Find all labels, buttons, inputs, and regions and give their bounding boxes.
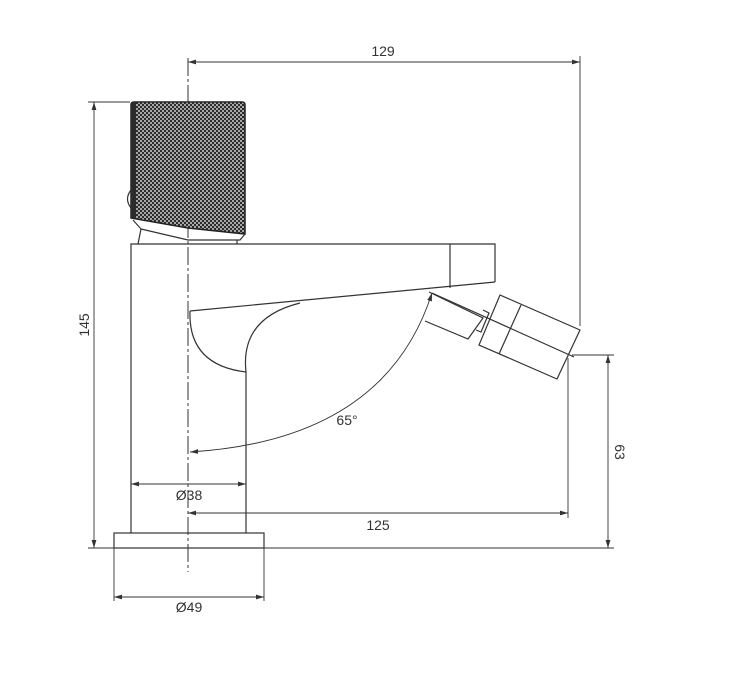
base-plate (113, 532, 265, 549)
dimension-label: 125 (366, 517, 390, 533)
dimension-label: 145 (76, 313, 92, 337)
dimension-63: 63 (572, 354, 628, 548)
dimension-125: 125 (188, 358, 569, 533)
dimension-label: Ø49 (176, 599, 203, 615)
bidet-nozzle (424, 291, 581, 380)
dimension-label: 65° (336, 412, 357, 428)
dimension-body-diameter: Ø38 (131, 481, 246, 503)
dimension-swivel-angle: 65° (189, 292, 433, 454)
faucet-body (113, 243, 496, 549)
dimension-label: 63 (612, 444, 628, 460)
dimension-145: 145 (76, 101, 614, 549)
dimension-base-diameter: Ø49 (113, 548, 265, 615)
dimension-label: 129 (371, 43, 395, 59)
dimension-129: 129 (188, 43, 581, 326)
knurled-handle (126, 101, 246, 245)
dimension-label: Ø38 (176, 487, 203, 503)
